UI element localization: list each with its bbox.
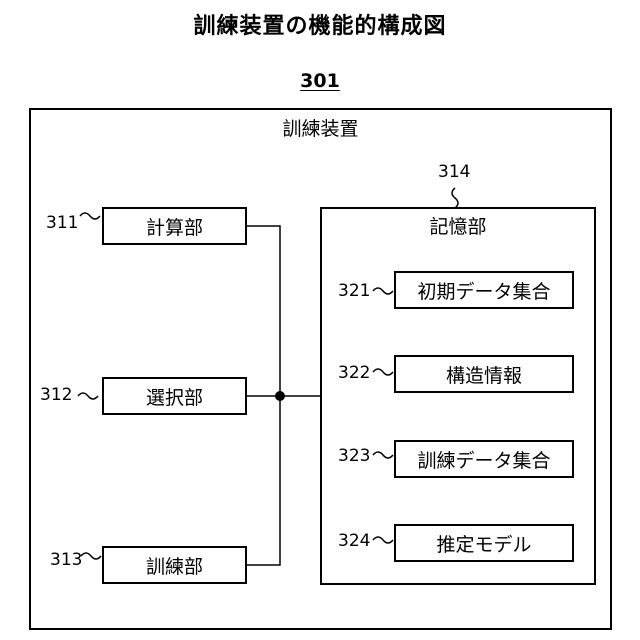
connector-calc: [247, 226, 280, 396]
training-unit: 訓練部: [102, 546, 247, 584]
ref-314: 314: [438, 162, 470, 182]
ref-311: 311: [46, 213, 78, 233]
leader-312: [78, 393, 98, 399]
ref-312: 312: [40, 385, 72, 405]
calculation-unit: 計算部: [102, 207, 247, 245]
ref-313: 313: [50, 550, 82, 570]
ref-322: 322: [338, 363, 370, 383]
leader-313: [81, 553, 101, 559]
estimation-model: 推定モデル: [394, 524, 574, 562]
leader-311: [80, 213, 100, 219]
leader-314: [452, 188, 458, 208]
selection-unit: 選択部: [102, 377, 247, 415]
ref-323: 323: [338, 446, 370, 466]
ref-324: 324: [338, 531, 370, 551]
ref-321: 321: [338, 281, 370, 301]
junction-dot: [275, 391, 285, 401]
initial-data-set: 初期データ集合: [394, 271, 574, 309]
structure-information: 構造情報: [394, 355, 574, 393]
training-data-set: 訓練データ集合: [394, 440, 574, 478]
storage-unit-label: 記憶部: [320, 212, 596, 239]
connector-train: [247, 396, 280, 565]
